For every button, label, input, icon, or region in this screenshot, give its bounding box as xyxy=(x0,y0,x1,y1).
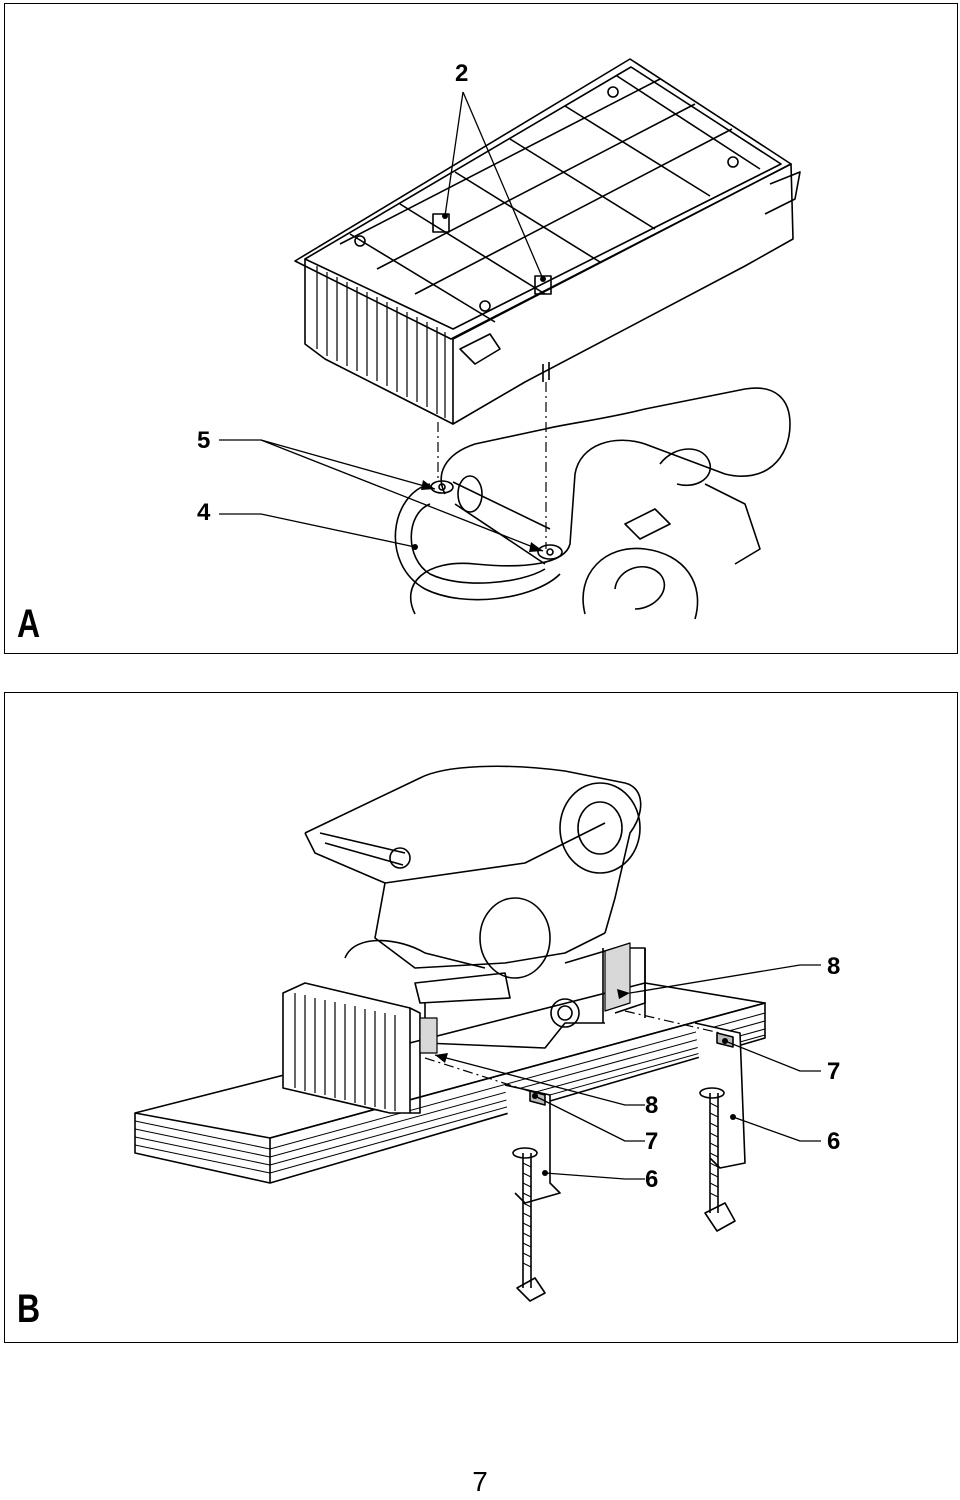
figure-b-illustration xyxy=(134,765,821,1302)
callout-6-left: 6 xyxy=(645,1166,659,1193)
callout-6-right: 6 xyxy=(827,1128,841,1155)
sander-body xyxy=(394,387,791,620)
figure-a-panel: 2 5 4 A xyxy=(4,3,958,654)
figure-b-panel: 8 7 8 7 6 6 B xyxy=(4,692,958,1343)
callout-leaders-a xyxy=(219,91,544,552)
callout-2: 2 xyxy=(455,60,469,87)
callout-7-left: 7 xyxy=(645,1128,659,1155)
panel-letter-a: A xyxy=(17,602,41,646)
figure-a-illustration xyxy=(219,58,801,620)
callout-8-upper: 8 xyxy=(827,953,841,980)
callout-8-lower: 8 xyxy=(645,1092,659,1119)
clamp-right xyxy=(694,1022,746,1232)
callout-5: 5 xyxy=(197,427,211,454)
callout-leaders-b xyxy=(434,964,821,1180)
workbench-board xyxy=(134,982,766,1184)
sander-b xyxy=(304,765,646,1049)
panel-letter-b: B xyxy=(17,1287,41,1331)
page-number: 7 xyxy=(472,1466,488,1497)
callout-4: 4 xyxy=(197,499,211,526)
dust-box xyxy=(294,58,801,425)
dust-box-b xyxy=(282,982,421,1114)
clamp-left xyxy=(504,1084,561,1302)
callout-7-right: 7 xyxy=(827,1058,841,1085)
